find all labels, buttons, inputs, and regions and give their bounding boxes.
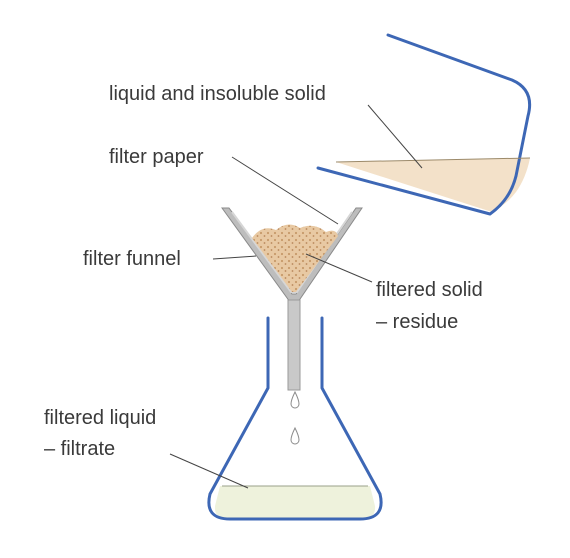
flask-outline — [207, 316, 383, 521]
leader-paper — [231, 156, 339, 225]
beaker-liquid — [336, 158, 530, 212]
conical-flask — [207, 316, 383, 521]
liquid-surface-line — [335, 157, 531, 163]
filtrate-pool — [214, 486, 376, 518]
label-residue-1: filtered solid — [376, 279, 483, 301]
leader-funnel — [212, 255, 257, 260]
label-filter-paper: filter paper — [109, 146, 204, 168]
label-filter-funnel: filter funnel — [83, 248, 181, 270]
residue-solid — [252, 224, 338, 292]
funnel-stem — [287, 299, 301, 391]
labels: liquid and insoluble solid filter paper … — [44, 83, 483, 460]
pouring-beaker — [316, 33, 532, 216]
drop — [290, 390, 300, 409]
leader-mixture — [367, 104, 423, 169]
label-filtrate-2: – filtrate — [44, 438, 115, 460]
leader-residue — [305, 253, 373, 283]
drop — [290, 426, 300, 445]
label-filtrate-1: filtered liquid — [44, 407, 156, 429]
label-mixture: liquid and insoluble solid — [109, 83, 326, 105]
filter-funnel — [221, 207, 363, 391]
label-residue-2: – residue — [376, 311, 458, 333]
filtrate-drops — [290, 390, 300, 445]
leader-lines — [169, 104, 423, 489]
beaker-outline — [316, 33, 532, 216]
leader-filtrate — [169, 453, 249, 489]
